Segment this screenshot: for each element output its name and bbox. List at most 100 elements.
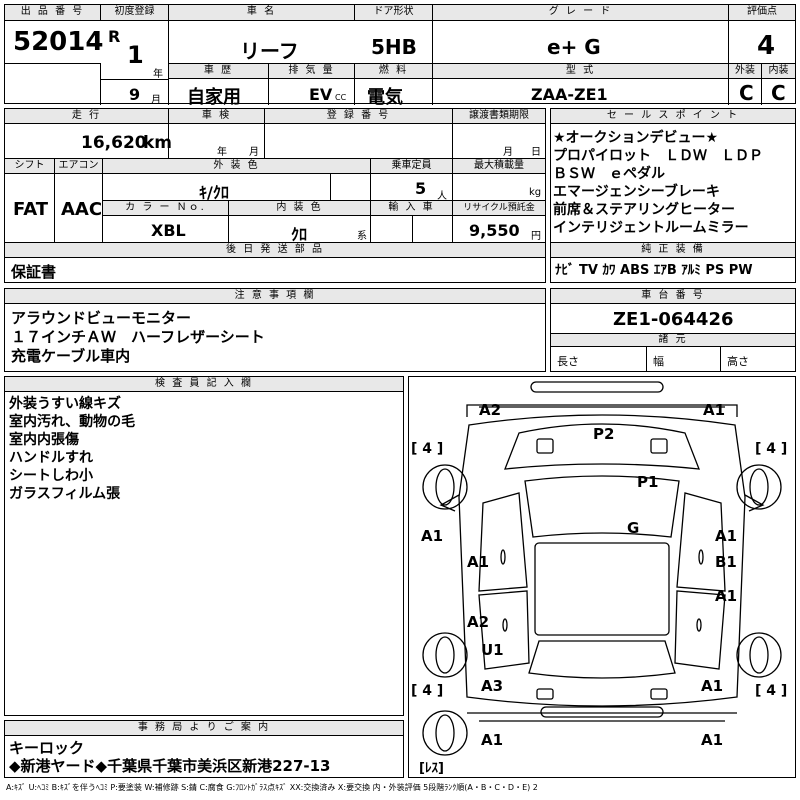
damage-hood: P2	[593, 425, 615, 443]
equipment-label: 純 正 装 備	[551, 242, 795, 258]
dims-label: 諸 元	[551, 333, 795, 347]
damage-rear-bumper-left: A1	[481, 731, 504, 749]
tire-fl: [ 4 ]	[411, 441, 444, 457]
chassis-value: ZE1-064426	[613, 309, 734, 330]
lot-label: 出 品 番 号	[5, 5, 101, 21]
inspector-label: 検 査 員 記 入 欄	[5, 377, 403, 392]
damage-left-rear-door: A2	[467, 613, 490, 631]
sales-points-label: セ ー ル ス ポ イ ン ト	[551, 109, 795, 124]
transfer-month: 月	[503, 147, 513, 158]
exterior-label: 外装	[729, 64, 762, 79]
damage-rear-bumper-right: A1	[701, 731, 724, 749]
tire-fr: [ 4 ]	[755, 441, 788, 457]
recycle-unit: 円	[531, 231, 541, 242]
score-value: 4	[757, 31, 776, 61]
load-label: 最大積載量	[453, 159, 545, 174]
ac-value: AAC	[61, 199, 103, 220]
score-label: 評価点	[729, 5, 795, 21]
recycle-value: 9,550	[469, 221, 520, 240]
damage-left-front-door: A1	[467, 553, 490, 571]
recycle-label: リサイクル預託金	[453, 201, 545, 216]
notes-line: アラウンドビューモニター	[11, 309, 192, 327]
inspector-line: 室内汚れ、動物の毛	[9, 414, 136, 430]
inspector-line: シートしわ小	[9, 468, 93, 484]
notes-label: 注 意 事 項 欄	[5, 289, 545, 304]
displacement-label: 排 気 量	[269, 64, 355, 79]
transfer-label: 譲渡書類期限	[453, 109, 545, 124]
color-no-label: カ ラ ー Ｎｏ.	[103, 201, 229, 216]
era: R	[108, 27, 121, 46]
interior-value: C	[771, 81, 786, 105]
sales-point-line: ＢＳＷ ｅペダル	[553, 166, 665, 182]
damage-left-fender: A1	[421, 527, 444, 545]
sales-point-line: エマージェンシーブレーキ	[553, 184, 720, 200]
damage-roof: G	[627, 519, 640, 537]
inspector-line: 室内内張傷	[9, 432, 79, 448]
legend: A:ｷｽﾞ U:ﾍｺﾐ B:ｷｽﾞを伴うﾍｺﾐ P:要塗装 W:補修跡 S:錆 …	[6, 783, 538, 792]
registration-label: 登 録 番 号	[265, 109, 453, 124]
mileage-unit: km	[143, 133, 173, 153]
deferred-label: 後 日 発 送 部 品	[5, 243, 545, 258]
fuel-value: 電気	[367, 87, 403, 108]
ac-label: エアコン	[55, 159, 103, 174]
displacement-unit: CC	[335, 93, 347, 102]
damage-rear-left: A3	[481, 677, 504, 695]
inspection-month: 月	[249, 147, 259, 158]
notes-line: １７インチＡＷ ハーフレザーシート	[11, 328, 265, 346]
damage-rear-right: A1	[701, 677, 724, 695]
damage-right-rear-door: A1	[715, 587, 738, 605]
car-name: リーフ	[240, 39, 299, 63]
car-name-label: 車 名	[169, 5, 355, 21]
history-label: 車 歴	[169, 64, 269, 79]
height-label: 高さ	[727, 355, 749, 368]
damage-right-front-door: A1	[715, 527, 738, 545]
damage-left-quarter: U1	[481, 641, 504, 659]
inspection-year: 年	[217, 147, 227, 158]
inspector-box: 検 査 員 記 入 欄 外装うすい線キズ 室内汚れ、動物の毛 室内内張傷 ハンド…	[4, 376, 404, 716]
office-label: 事 務 局 よ り ご 案 内	[5, 721, 403, 736]
grade-value: e+ G	[547, 35, 601, 59]
lot-number: 52014	[13, 27, 104, 57]
door-label: ドア形状	[355, 5, 433, 21]
deferred-value: 保証書	[11, 263, 57, 281]
inspector-line: ハンドルすれ	[9, 450, 93, 466]
capacity-unit: 人	[437, 191, 447, 202]
chassis-box: 車 台 番 号 ZE1-064426 諸 元 長さ 幅 高さ	[550, 288, 796, 372]
displacement-value: EV	[309, 85, 333, 104]
shift-value: FAT	[13, 199, 49, 220]
interior-color-unit: 系	[357, 231, 367, 242]
load-unit: kg	[529, 187, 542, 198]
office-box: 事 務 局 よ り ご 案 内 キーロック ◆新港ヤード◆千葉県千葉市美浜区新港…	[4, 720, 404, 778]
first-reg-year: 1	[127, 41, 144, 69]
color-value: ｷ/ｸﾛ	[199, 183, 229, 202]
car-diagram	[422, 381, 782, 756]
sales-point-line: プロパイロット ＬＤＷ ＬＤＰ	[553, 148, 763, 164]
inspection-label: 車 検	[169, 109, 265, 124]
office-line: キーロック	[9, 739, 85, 757]
spare-tire-label: [ﾚｽ]	[419, 761, 444, 776]
damage-windshield: P1	[637, 473, 659, 491]
office-line: ◆新港ヤード◆千葉県千葉市美浜区新港227-13	[9, 757, 331, 775]
tire-rl: [ 4 ]	[411, 683, 444, 699]
tire-rr: [ 4 ]	[755, 683, 788, 699]
sales-point-line: インテリジェントルームミラー	[553, 220, 749, 236]
length-label: 長さ	[557, 355, 579, 368]
specs-box: 走 行 車 検 登 録 番 号 譲渡書類期限 16,620 km 年 月 月 日…	[4, 108, 546, 283]
sales-point-line: ★オークションデビュー★	[553, 130, 719, 146]
color-no-value: XBL	[151, 221, 186, 240]
import-label: 輸 入 車	[371, 201, 453, 216]
inspector-line: ガラスフィルム張	[9, 486, 121, 502]
model-label: 型 式	[433, 64, 729, 79]
transfer-day: 日	[531, 147, 541, 158]
fuel-label: 燃 料	[355, 64, 433, 79]
equipment-value: ﾅﾋﾞ TV ｶﾜ ABS ｴｱB ｱﾙﾐ PS PW	[555, 263, 753, 278]
door-value: 5HB	[371, 35, 417, 59]
chassis-label: 車 台 番 号	[551, 289, 795, 304]
first-reg-month: 9	[129, 85, 141, 104]
shift-label: シフト	[5, 159, 55, 174]
damage-front-left-corner: A2	[479, 401, 502, 419]
first-reg-label: 初度登録	[101, 5, 169, 21]
year-unit: 年	[153, 69, 163, 80]
damage-right-front-door-b: B1	[715, 553, 737, 571]
damage-front-right-corner: A1	[703, 401, 726, 419]
